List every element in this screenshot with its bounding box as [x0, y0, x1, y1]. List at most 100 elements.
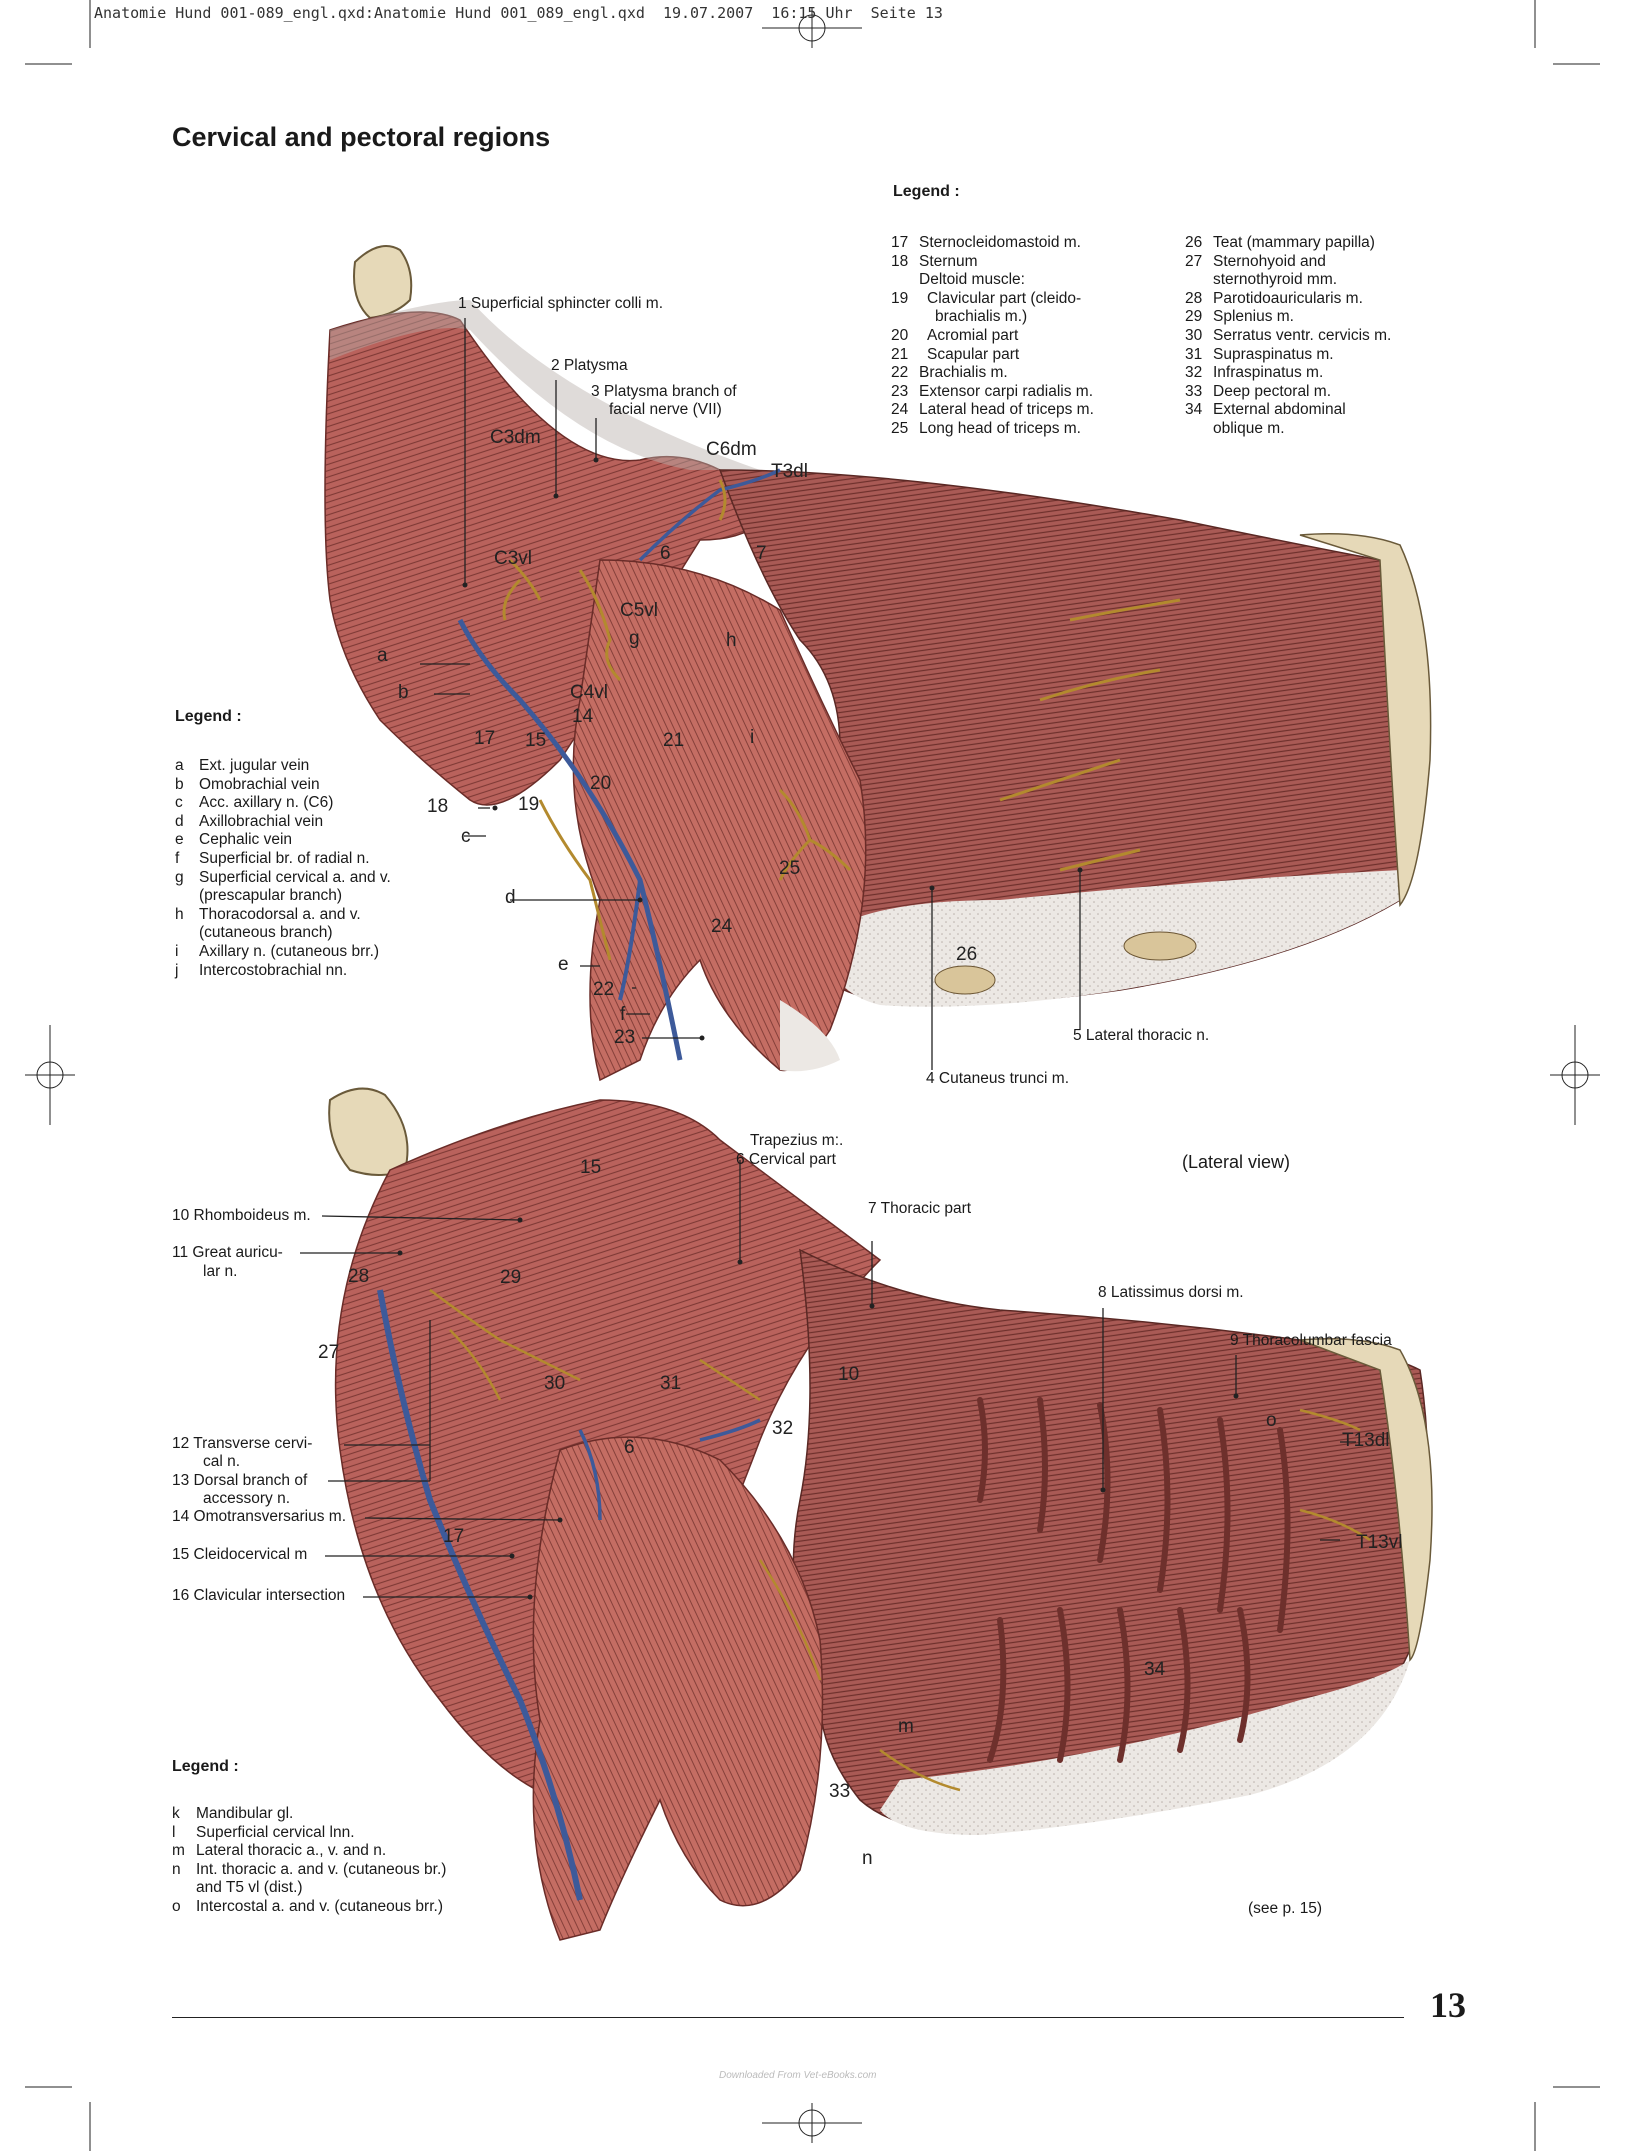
label-c5vl: C5vl	[620, 600, 659, 621]
skull-stump	[353, 245, 413, 320]
label-2: 2 Platysma	[551, 357, 628, 374]
label-o: o	[1266, 1410, 1277, 1431]
label-3: 3 Platysma branch of	[591, 383, 737, 400]
label-lateral-view: (Lateral view)	[1182, 1152, 1291, 1172]
label-n32: 32	[772, 1418, 794, 1439]
label-10: 10 Rhomboideus m.	[172, 1207, 311, 1224]
label-n14: 14	[572, 706, 594, 727]
label-4: 4 Cutaneus trunci m.	[926, 1070, 1070, 1087]
label-14: 14 Omotransversarius m.	[172, 1508, 346, 1525]
legend-item: Deltoid muscle:	[919, 271, 1025, 289]
label-n21: 21	[663, 730, 685, 751]
see-page-ref: (see p. 15)	[1248, 1900, 1323, 1917]
label-n30: 30	[544, 1373, 566, 1394]
label-n17: 17	[474, 728, 496, 749]
legend-item: and T5 vl (dist.)	[196, 1879, 303, 1897]
label-n20: 20	[590, 773, 612, 794]
label-6-cervical-part: 6 Cervical part	[736, 1151, 836, 1168]
label-15: 15 Cleidocervical m	[172, 1546, 308, 1563]
legend-heading-mid: Legend :	[175, 708, 242, 725]
label-c: c	[461, 826, 471, 847]
label-t13dl: T13dl	[1342, 1430, 1390, 1451]
label-t3dl: T3dl	[771, 461, 808, 482]
legend-item: (prescapular branch)	[199, 887, 343, 905]
legend-item: (cutaneous branch)	[199, 924, 333, 942]
legend-heading-bottom: Legend :	[172, 1758, 239, 1775]
label-n7: 7	[756, 543, 767, 564]
label-n34: 34	[1144, 1659, 1166, 1680]
label-n6: 6	[660, 543, 671, 564]
footer-note: Downloaded From Vet-eBooks.com	[719, 2070, 877, 2081]
legend-item: sternothyroid mm.	[1213, 271, 1338, 289]
label-16: 16 Clavicular intersection	[172, 1587, 346, 1604]
label-i: i	[750, 727, 755, 748]
label-c3vl: C3vl	[494, 548, 533, 569]
label-13-cont: accessory n.	[203, 1490, 291, 1507]
label-m: m	[898, 1716, 914, 1737]
label-n31: 31	[660, 1373, 682, 1394]
label-n17: 17	[443, 1526, 465, 1547]
label-n15: 15	[525, 730, 547, 751]
label-n24: 24	[711, 916, 733, 937]
label-f: f	[620, 1004, 626, 1025]
label-n26: 26	[956, 944, 978, 965]
label-11-cont: lar n.	[203, 1263, 238, 1280]
legend-item: oblique m.	[1213, 419, 1285, 437]
label-d: d	[505, 887, 516, 908]
label-n29: 29	[500, 1267, 522, 1288]
label-7-thoracic-part: 7 Thoracic part	[868, 1200, 972, 1217]
label-e: e	[558, 954, 569, 975]
label-n18: 18	[427, 796, 449, 817]
label-1: 1 Superficial sphincter colli m.	[458, 295, 664, 312]
label-12: 12 Transverse cervi-	[172, 1435, 313, 1452]
label-11: 11 Great auricu-	[172, 1244, 283, 1261]
label-n22: 22	[593, 979, 615, 1000]
footer-rule	[172, 2017, 1404, 2018]
jugular-vein	[457, 618, 683, 1061]
label-n28: 28	[348, 1266, 370, 1287]
label-t13vl: T13vl	[1356, 1532, 1403, 1553]
label-c4vl: C4vl	[570, 682, 609, 703]
file-header: Anatomie Hund 001-089_engl.qxd:Anatomie …	[94, 4, 943, 22]
label-c3dm: C3dm	[490, 427, 541, 448]
label-c6dm: C6dm	[706, 439, 757, 460]
legend-heading-top: Legend :	[893, 183, 960, 200]
label-3-cont: facial nerve (VII)	[609, 401, 722, 418]
label-b: b	[398, 682, 409, 703]
label-n10: 10	[838, 1364, 860, 1385]
label-13: 13 Dorsal branch of	[172, 1472, 308, 1489]
label-n: n	[862, 1848, 873, 1869]
label-n23: 23	[614, 1027, 636, 1048]
legend-item: brachialis m.)	[935, 308, 1028, 326]
label-a: a	[377, 645, 388, 666]
label-trapezius: Trapezius m:.	[750, 1132, 844, 1149]
